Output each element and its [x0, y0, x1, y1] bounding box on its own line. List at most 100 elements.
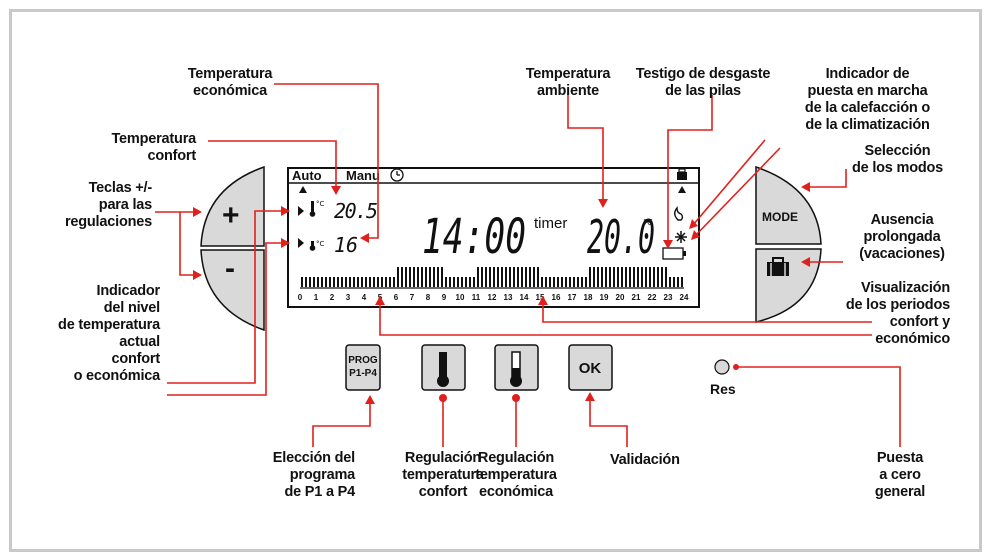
timeline-bar — [433, 267, 435, 287]
timeline-bar — [621, 267, 623, 287]
timeline-bar — [373, 277, 375, 287]
timeline-hour-label: 18 — [584, 293, 593, 302]
timeline-bar — [405, 267, 407, 287]
timeline-bar — [665, 267, 667, 287]
leader-temp-ambiente — [567, 93, 604, 202]
timeline-bar — [329, 277, 331, 287]
timeline-bar — [369, 277, 371, 287]
leader-calefaccion-1 — [692, 139, 766, 226]
leader-temp-economica — [274, 83, 379, 239]
timeline-bar — [429, 267, 431, 287]
timeline-hour-label: 20 — [616, 293, 625, 302]
timeline-bar — [553, 277, 555, 287]
label-seleccion-modos: Selección de los modos — [851, 143, 944, 176]
minus-button-shape — [200, 249, 265, 332]
timeline-bar — [505, 267, 507, 287]
timeline-bar — [353, 277, 355, 287]
mode-button-shape — [755, 165, 822, 245]
label-puesta-cero: Puesta a cero general — [874, 450, 926, 500]
prog-button[interactable] — [346, 345, 380, 390]
timeline-hour-label: 7 — [410, 293, 415, 302]
ok-key-shape — [568, 344, 613, 391]
lcd-suitcase-icon — [677, 168, 687, 180]
timeline-bar — [637, 267, 639, 287]
minus-button[interactable] — [201, 250, 264, 330]
timeline-bar — [541, 277, 543, 287]
prog-key-shape — [345, 344, 381, 391]
timeline-bar — [485, 267, 487, 287]
timeline-bar — [577, 277, 579, 287]
timeline-hour-label: 11 — [472, 293, 481, 302]
lcd-auto-label: Auto — [292, 168, 322, 183]
label-indicador-nivel: Indicador del nivel de temperatura actua… — [58, 283, 160, 384]
timeline-hour-label: 22 — [648, 293, 657, 302]
timeline-bar — [341, 277, 343, 287]
timeline-bar — [321, 277, 323, 287]
timeline-hour-label: 2 — [330, 293, 335, 302]
timeline-bar — [625, 267, 627, 287]
timeline-bar — [497, 267, 499, 287]
lcd-eco-deg: °C — [316, 240, 325, 248]
timeline-bar — [517, 267, 519, 287]
label-temp-confort: Temperatura confort — [111, 131, 196, 164]
prog-key-label-1: PROG — [348, 355, 378, 366]
timeline-bar — [561, 277, 563, 287]
reset-label: Res — [710, 381, 736, 397]
lcd-ambient-temp: 20.0 — [587, 210, 655, 264]
ok-button[interactable] — [569, 345, 612, 390]
timeline-bar — [461, 277, 463, 287]
timeline-hour-label: 19 — [600, 293, 609, 302]
timeline-hour-label: 4 — [362, 293, 367, 302]
eco-temp-button[interactable] — [495, 345, 538, 390]
timeline-hour-label: 17 — [568, 293, 577, 302]
timeline-bar — [593, 267, 595, 287]
lcd-eco-temp: 16 — [334, 233, 358, 257]
timeline-bar — [549, 277, 551, 287]
timeline-bar — [377, 277, 379, 287]
lcd-comfort-temp: 20.5 — [334, 199, 378, 223]
comfort-temp-button[interactable] — [422, 345, 465, 390]
timeline-bar — [569, 277, 571, 287]
timeline-hour-label: 24 — [680, 293, 689, 302]
timeline-bar — [493, 267, 495, 287]
timeline-bar — [657, 267, 659, 287]
leader-prog — [312, 402, 371, 447]
arrow-heads — [193, 182, 810, 404]
timeline-hour-label: 6 — [394, 293, 399, 302]
label-teclas: Teclas +/- para las regulaciones — [64, 180, 152, 230]
leader-periodos-2 — [379, 302, 872, 336]
timeline-hour-label: 23 — [664, 293, 673, 302]
mode-button[interactable] — [756, 167, 821, 244]
auto-pointer-icon — [299, 186, 307, 193]
timeline-bar — [305, 277, 307, 287]
lcd-time: 14:00 — [422, 209, 526, 265]
reset-hole — [714, 359, 730, 375]
timeline-bar — [417, 267, 419, 287]
timeline-bar — [413, 267, 415, 287]
mode-key-label: MODE — [762, 210, 798, 224]
vacation-button[interactable] — [756, 249, 821, 322]
lcd-eco-thermometer-icon — [309, 241, 316, 251]
timeline-bar — [477, 267, 479, 287]
timeline-bar — [649, 267, 651, 287]
leader-lines — [155, 83, 901, 447]
timeline-bar — [513, 267, 515, 287]
leader-testigo-pilas — [667, 95, 713, 244]
leader-nivel-2 — [167, 242, 284, 396]
timeline-bar — [333, 277, 335, 287]
plus-button[interactable] — [201, 167, 264, 246]
lcd-timer-label: timer — [534, 215, 567, 232]
reset-button[interactable] — [714, 359, 730, 375]
timeline-bar — [557, 277, 559, 287]
timeline-bar — [573, 277, 575, 287]
timeline-bar — [425, 267, 427, 287]
label-testigo-pilas: Testigo de desgaste de las pilas — [635, 66, 771, 99]
timeline-bar — [361, 277, 363, 287]
timeline-bar — [325, 277, 327, 287]
label-ausencia: Ausencia prolongada (vacaciones) — [859, 212, 945, 262]
timeline-hour-label: 8 — [426, 293, 431, 302]
timeline-bar — [389, 277, 391, 287]
timeline-hour-label: 14 — [520, 293, 529, 302]
timeline-bar — [629, 267, 631, 287]
timeline-bar — [445, 277, 447, 287]
